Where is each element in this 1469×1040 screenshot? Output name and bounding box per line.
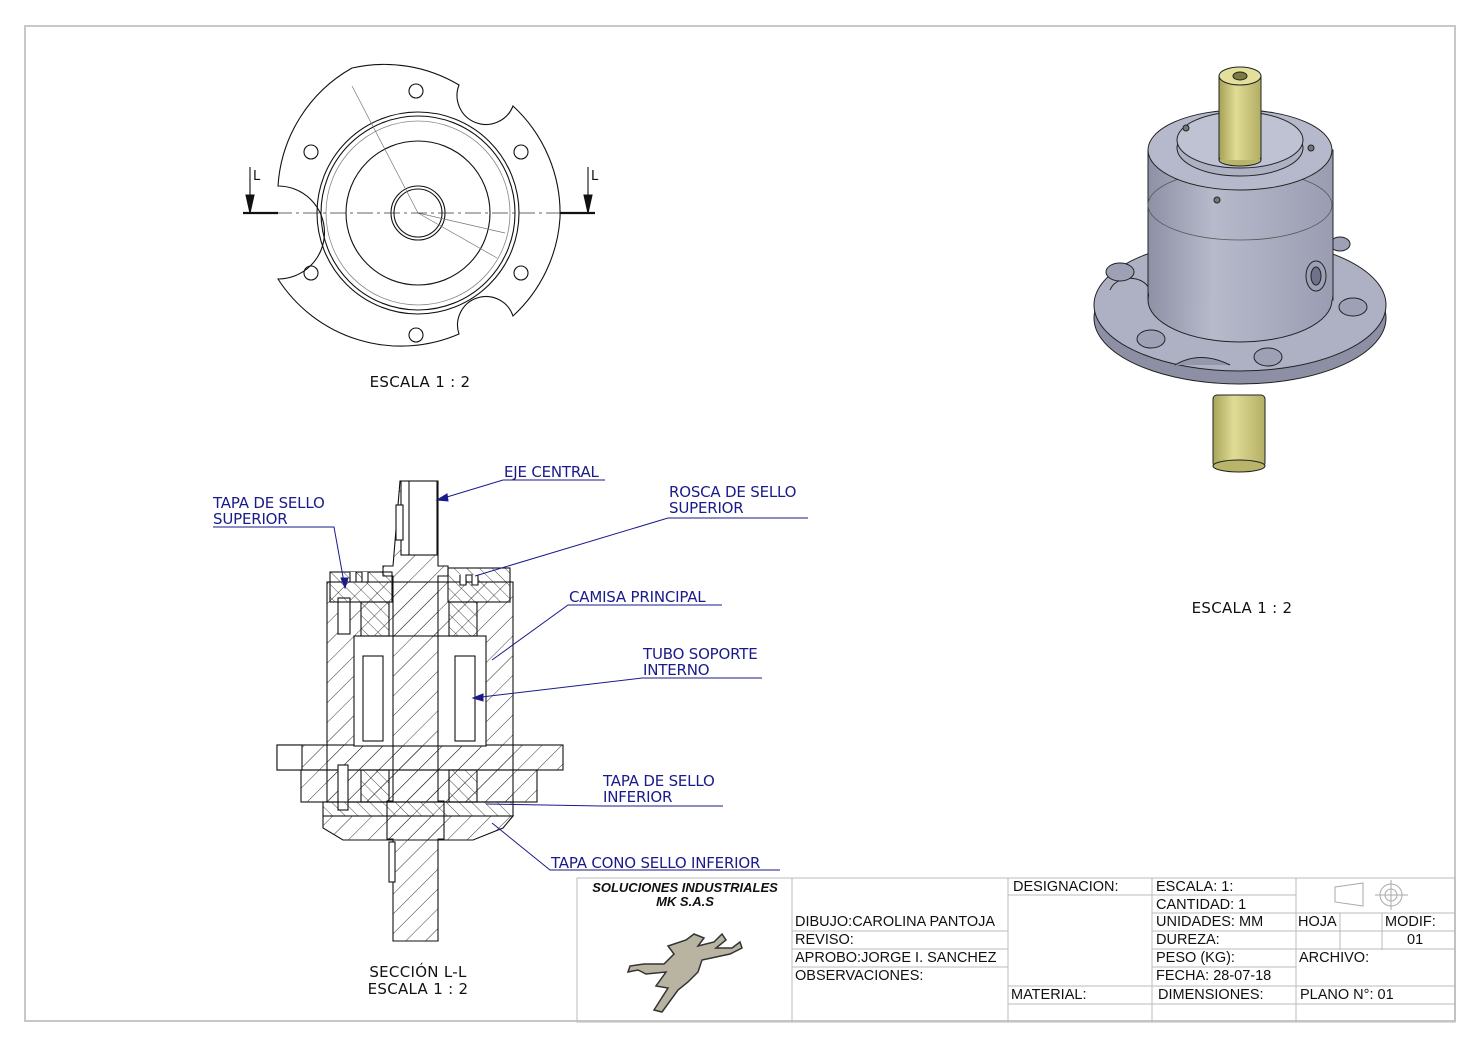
tapa-sello-superior — [329, 571, 393, 603]
isometric-view — [1093, 66, 1387, 473]
section-view — [276, 480, 564, 942]
top-view — [243, 63, 595, 347]
section-marker-right: L — [591, 169, 599, 184]
callout-eje-central: EJE CENTRAL — [504, 463, 599, 481]
rosca-sello-superior — [447, 567, 511, 603]
callout-camisa-principal: CAMISA PRINCIPAL — [569, 588, 706, 606]
hoja-field: HOJA — [1298, 914, 1337, 930]
callout-tapa-cono-sello-inferior: TAPA CONO SELLO INFERIOR — [551, 854, 761, 872]
lizard-logo-mk — [626, 932, 743, 1013]
eje-central — [382, 480, 449, 942]
fecha-field: FECHA: 28-07-18 — [1156, 968, 1272, 984]
section-scale: ESCALA 1 : 2 — [367, 980, 469, 998]
dibujo-field: DIBUJO:CAROLINA PANTOJA — [795, 914, 996, 930]
dimensiones-field: DIMENSIONES: — [1158, 987, 1264, 1003]
drawing-sheet-frame — [24, 25, 1456, 1022]
lower-shaft — [1212, 394, 1266, 468]
aprobo-field: APROBO:JORGE I. SANCHEZ — [795, 950, 997, 966]
first-angle-projection-icon — [1334, 880, 1408, 910]
modif-label: MODIF: — [1385, 914, 1436, 930]
material-field: MATERIAL: — [1011, 987, 1087, 1003]
flange-outline — [276, 63, 561, 347]
iso-view-scale-caption: ESCALA 1 : 2 — [1191, 599, 1293, 617]
plano-field: PLANO N°: 01 — [1300, 987, 1394, 1003]
peso-field: PESO (KG): — [1156, 950, 1235, 966]
reviso-field: REVISO: — [795, 932, 854, 948]
observaciones-field: OBSERVACIONES: — [795, 968, 924, 984]
section-title: SECCIÓN L-L — [369, 963, 467, 981]
designacion-field: DESIGNACION: — [1013, 879, 1119, 895]
cantidad-field: CANTIDAD: 1 — [1156, 897, 1247, 913]
modif-value: 01 — [1407, 932, 1424, 948]
unidades-field: UNIDADES: MM — [1156, 914, 1264, 930]
title-block-grid — [576, 877, 1456, 1023]
section-view-caption: SECCIÓN L-L ESCALA 1 : 2 — [328, 964, 508, 998]
callout-leaders — [213, 479, 808, 871]
top-view-scale-caption: ESCALA 1 : 2 — [369, 373, 471, 391]
section-marker-left: L — [253, 169, 261, 184]
bolt-holes — [303, 83, 529, 343]
archivo-field: ARCHIVO: — [1299, 950, 1370, 966]
escala-field: ESCALA: 1: — [1156, 879, 1234, 895]
dureza-field: DUREZA: — [1156, 932, 1220, 948]
